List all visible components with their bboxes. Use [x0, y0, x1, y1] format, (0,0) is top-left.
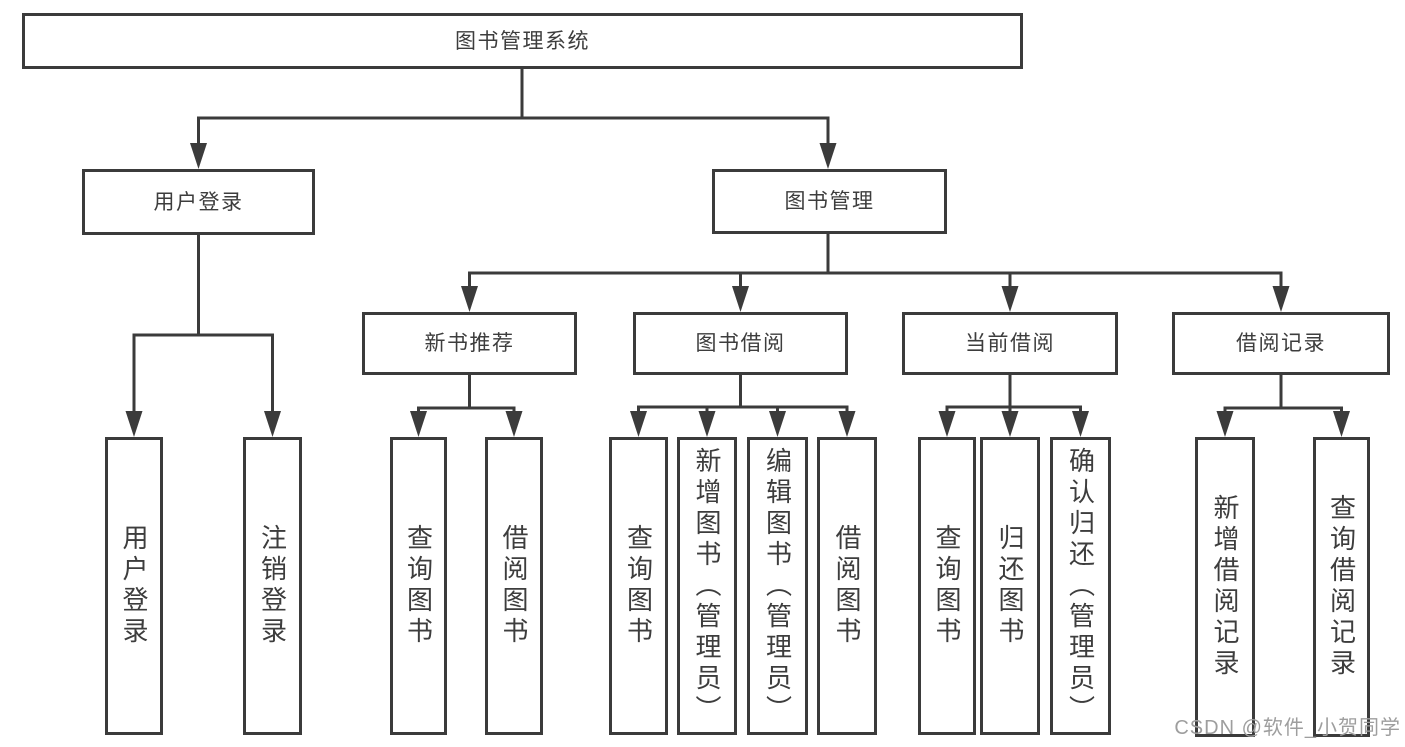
- node-current-borrow: 当前借阅: [902, 312, 1118, 375]
- leaf-borrow-book-2: 借阅图书: [817, 437, 877, 735]
- leaf-add-book-admin: 新增图书（管理员）: [677, 437, 737, 735]
- leaf-query-book-1: 查询图书: [390, 437, 447, 735]
- watermark: CSDN @软件_小贺同学: [1174, 717, 1401, 739]
- leaf-user-login: 用户登录: [105, 437, 163, 735]
- leaf-borrow-book-1: 借阅图书: [485, 437, 543, 735]
- leaf-confirm-return-admin: 确认归还（管理员）: [1050, 437, 1111, 735]
- arrowheads: [125, 143, 1350, 437]
- node-book-borrow: 图书借阅: [633, 312, 848, 375]
- leaf-logout: 注销登录: [243, 437, 302, 735]
- node-root: 图书管理系统: [22, 13, 1023, 69]
- node-new-book-recommend: 新书推荐: [362, 312, 577, 375]
- leaf-add-borrow-record: 新增借阅记录: [1195, 437, 1255, 737]
- node-book-management: 图书管理: [712, 169, 947, 234]
- leaf-query-book-2: 查询图书: [609, 437, 668, 735]
- node-user-login: 用户登录: [82, 169, 315, 235]
- leaf-edit-book-admin: 编辑图书（管理员）: [747, 437, 808, 735]
- node-borrow-records: 借阅记录: [1172, 312, 1390, 375]
- leaf-query-borrow-record: 查询借阅记录: [1313, 437, 1370, 737]
- leaf-return-book: 归还图书: [980, 437, 1040, 735]
- leaf-query-book-3: 查询图书: [918, 437, 976, 735]
